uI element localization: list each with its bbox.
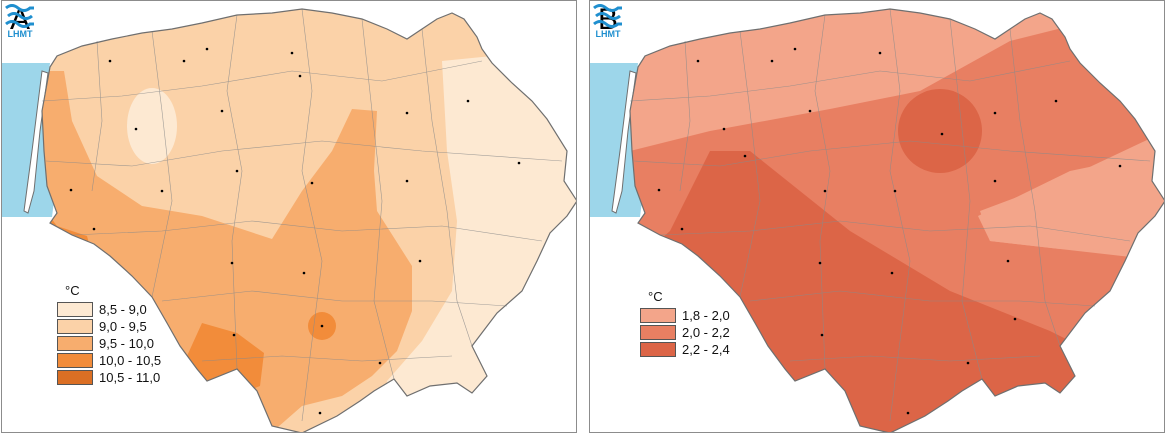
legend-swatch: [57, 353, 93, 368]
legend-swatch: [57, 336, 93, 351]
legend-label: 10,5 - 11,0: [99, 370, 161, 385]
legend-item: 9,5 - 10,0: [57, 336, 154, 351]
legend-item: 2,0 - 2,2: [640, 325, 730, 340]
lhmt-logo-icon: LHMT: [5, 4, 34, 39]
legend-swatch: [640, 325, 676, 340]
legend-swatch: [57, 319, 93, 334]
map-panel-a: A LHMT °C 8,5 - 9,0 9,0 - 9,5 9,5 - 10,0…: [1, 0, 577, 433]
station-dots-b: [657, 47, 1122, 415]
legend-b: °C 1,8 - 2,0 2,0 - 2,2 2,2 - 2,4: [640, 289, 780, 379]
lithuania-outline-b: [629, 8, 1164, 432]
legend-swatch: [640, 308, 676, 323]
legend-item: 10,5 - 11,0: [57, 370, 160, 385]
logo-text: LHMT: [596, 29, 621, 39]
legend-label: 9,5 - 10,0: [99, 336, 154, 351]
legend-swatch: [57, 302, 93, 317]
lithuania-outline-a: [41, 8, 576, 432]
temperature-map-b: [590, 8, 1164, 432]
lhmt-logo-icon: LHMT: [593, 4, 622, 39]
legend-item: 8,5 - 9,0: [57, 302, 147, 317]
district-borders-b: [629, 8, 1151, 422]
legend-unit: °C: [65, 283, 80, 298]
district-borders-a: [41, 8, 563, 422]
legend-a: °C 8,5 - 9,0 9,0 - 9,5 9,5 - 10,0 10,0 -…: [57, 283, 197, 413]
legend-unit: °C: [648, 289, 663, 304]
station-dots-a: [69, 47, 521, 415]
legend-label: 10,0 - 10,5: [99, 353, 162, 368]
legend-label: 8,5 - 9,0: [99, 302, 147, 317]
legend-label: 2,2 - 2,4: [682, 342, 730, 357]
legend-item: 2,2 - 2,4: [640, 342, 730, 357]
logo-text: LHMT: [8, 29, 33, 39]
legend-label: 2,0 - 2,2: [682, 325, 730, 340]
map-panel-b: B LHMT °C 1,8 - 2,0 2,0 - 2,2 2,2 - 2,4: [589, 0, 1165, 433]
legend-label: 1,8 - 2,0: [682, 308, 730, 323]
legend-swatch: [57, 370, 93, 385]
legend-item: 1,8 - 2,0: [640, 308, 730, 323]
legend-item: 9,0 - 9,5: [57, 319, 147, 334]
legend-swatch: [640, 342, 676, 357]
legend-item: 10,0 - 10,5: [57, 353, 161, 368]
legend-label: 9,0 - 9,5: [99, 319, 147, 334]
temperature-map-a: [2, 8, 576, 432]
